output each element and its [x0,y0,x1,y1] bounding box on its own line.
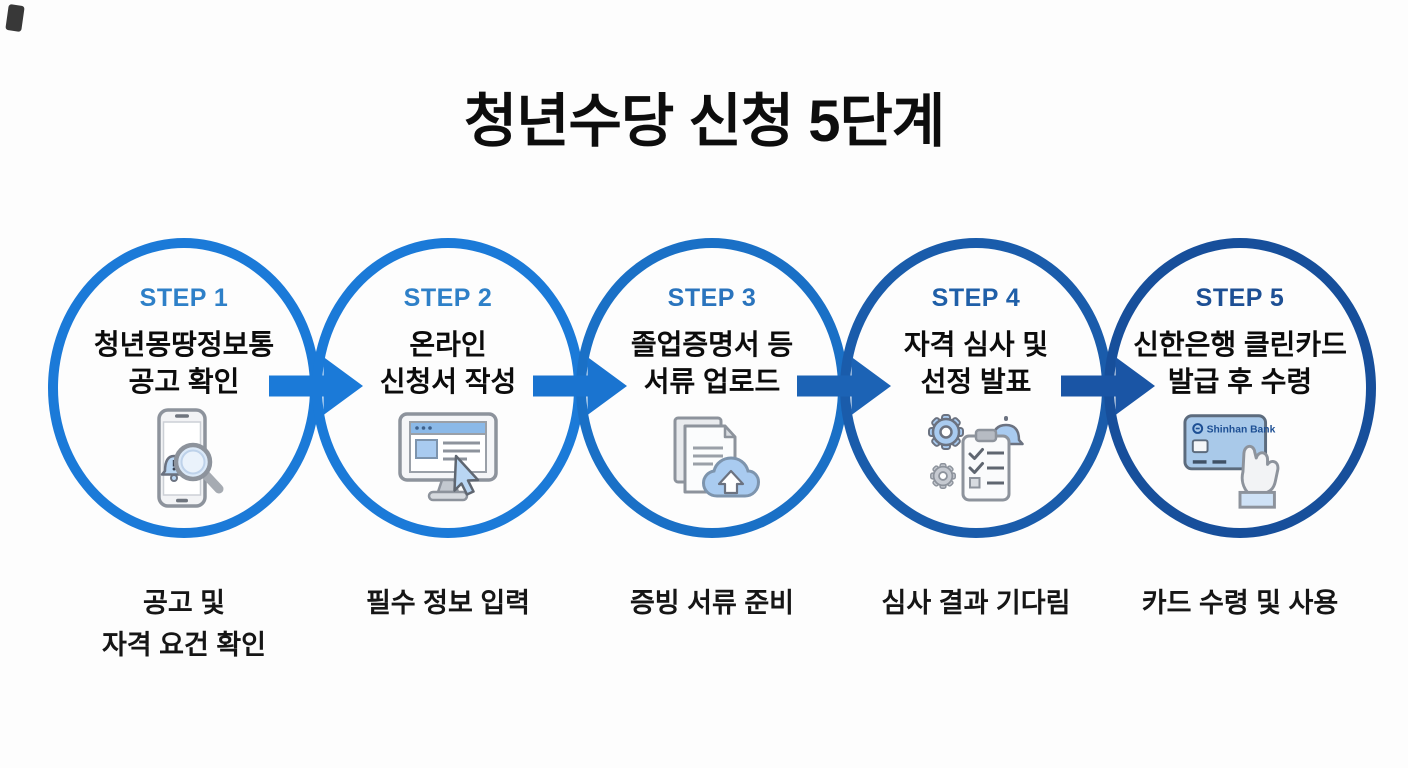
step-caption-2: 필수 정보 입력 [365,588,531,618]
bank-card-hand-icon: Shinhan Bank [1183,414,1280,509]
corner-artifact-mark [5,4,25,32]
gear-icon-small [930,463,956,489]
step-circle-1: STEP 1 청년몽땅정보통 공고 확인 [48,238,320,538]
step-title: 청년몽땅정보통 공고 확인 [93,329,275,397]
gears-checklist-bell-icon [928,414,1024,502]
step-title: 온라인 신청서 작성 [379,329,517,397]
step-label: STEP 3 [667,284,757,312]
step-caption-1: 공고 및 자격 요건 확인 [101,588,267,660]
step-circle-4: STEP 4 자격 심사 및 선정 발표 [840,238,1112,538]
step-label: STEP 4 [931,284,1021,312]
page-title: 청년수당 신청 5단계 [463,89,945,154]
step-title: 자격 심사 및 선정 발표 [903,329,1049,397]
document-cloud-upload-icon [673,416,761,498]
card-brand-label: Shinhan Bank [1207,424,1276,435]
step-label: STEP 1 [139,284,229,312]
step-title: 졸업증명서 등 서류 업로드 [630,329,794,397]
phone-notification-search-icon [157,408,224,508]
step-title: 신한은행 클린카드 발급 후 수령 [1133,329,1347,397]
step-caption-3: 증빙 서류 준비 [629,588,795,618]
online-form-monitor-cursor-icon [398,412,498,502]
gear-icon [928,414,964,450]
step-label: STEP 5 [1195,284,1285,312]
step-caption-4: 심사 결과 기다림 [881,588,1071,618]
step-label: STEP 2 [403,284,493,312]
step-caption-5: 카드 수령 및 사용 [1141,588,1339,618]
